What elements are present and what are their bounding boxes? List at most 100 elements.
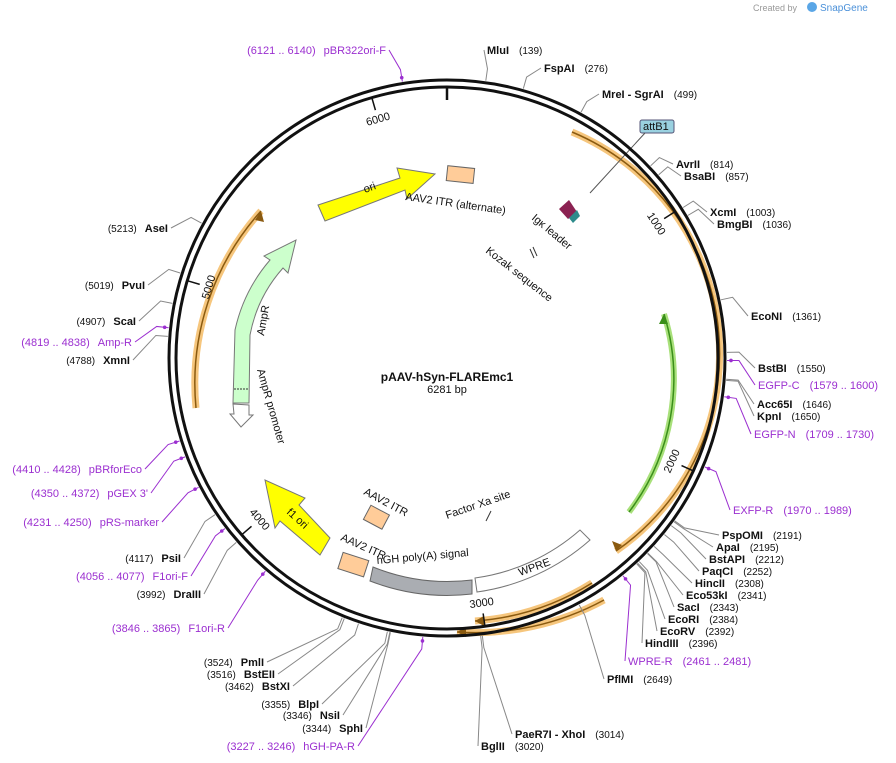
site-label[interactable]: EcoRI(2384)	[668, 614, 738, 626]
site-label[interactable]: (3346)NsiI	[283, 710, 340, 722]
site-label[interactable]: (4350 .. 4372)pGEX 3'	[31, 488, 148, 500]
site-label[interactable]: (4907)ScaI	[76, 316, 136, 328]
itr-alt-box[interactable]	[445, 165, 476, 184]
ori-label: ori	[362, 180, 378, 195]
site-label[interactable]: BstBI(1550)	[758, 363, 826, 375]
site-leader-line	[277, 618, 345, 675]
feature-arrow-2	[474, 582, 593, 622]
site-label[interactable]: (4117)PsiI	[125, 553, 181, 565]
ampr-promoter-arrow[interactable]	[228, 403, 255, 428]
site-leader-line	[647, 552, 684, 596]
site-leader-line	[682, 200, 708, 213]
site-label[interactable]: (3992)DraIII	[137, 589, 201, 601]
arrowhead-1-icon	[612, 541, 622, 551]
site-label[interactable]: WPRE-R(2461 .. 2481)	[628, 656, 751, 668]
tick-label: 3000	[469, 596, 495, 611]
site-label[interactable]: BsaBI(857)	[684, 171, 749, 183]
site-label[interactable]: (3227 .. 3246)hGH-PA-R	[227, 741, 355, 753]
site-label[interactable]: Acc65I(1646)	[757, 399, 831, 411]
site-leader-line	[365, 632, 391, 729]
attb1-badge[interactable]	[639, 119, 675, 134]
site-leader-line	[481, 635, 513, 735]
site-label[interactable]: MreI - SgrAI(499)	[602, 89, 697, 101]
f1-ori-arrow[interactable]	[264, 479, 331, 556]
ori-arrow[interactable]	[317, 167, 437, 222]
site-label[interactable]: EGFP-N(1709 .. 1730)	[754, 429, 874, 441]
kozak-icon[interactable]	[569, 210, 580, 223]
site-label[interactable]: PaeR7I - XhoI(3014)	[515, 729, 624, 741]
site-label[interactable]: (4056 .. 4077)F1ori-F	[76, 571, 188, 583]
site-label[interactable]: AvrII(814)	[676, 159, 733, 171]
site-label[interactable]: (3516)BstEII	[207, 669, 275, 681]
credit-brand: SnapGene	[820, 3, 868, 14]
site-label[interactable]: XcmI(1003)	[710, 207, 775, 219]
site-label[interactable]: (5019)PvuI	[85, 280, 145, 292]
site-label[interactable]: (6121 .. 6140)pBR322ori-F	[247, 45, 386, 57]
site-label[interactable]: SacI(2343)	[677, 602, 739, 614]
site-leader-line	[726, 379, 755, 417]
hgh-polya-bar[interactable]	[369, 566, 473, 596]
site-leader-line	[138, 300, 173, 322]
arrowhead-green-icon	[659, 314, 668, 324]
site-label[interactable]: (3344)SphI	[302, 723, 363, 735]
site-leader-line	[183, 514, 216, 559]
tick-label: 2000	[662, 448, 683, 475]
plasmid-size: 6281 bp	[427, 384, 467, 396]
site-label[interactable]: EGFP-C(1579 .. 1600)	[758, 380, 878, 392]
primer-mark	[193, 487, 197, 491]
attb1-label: attB1	[643, 121, 669, 133]
itr-box-1[interactable]	[362, 504, 391, 530]
site-label[interactable]: (3462)BstXI	[225, 681, 290, 693]
plasmid-name: pAAV-hSyn-FLAREmc1	[381, 370, 514, 384]
site-label[interactable]: BglII(3020)	[481, 741, 544, 753]
site-label[interactable]: (4410 .. 4428)pBRforEco	[12, 464, 142, 476]
site-label[interactable]: FspAI(276)	[544, 63, 608, 75]
site-label[interactable]: HindIII(2396)	[645, 638, 718, 650]
site-label[interactable]: HincII(2308)	[695, 578, 764, 590]
primer-mark	[729, 358, 733, 363]
site-label[interactable]: Eco53kI(2341)	[686, 590, 767, 602]
site-label[interactable]: (4819 .. 4838)Amp-R	[21, 337, 132, 349]
site-label[interactable]: ApaI(2195)	[716, 542, 779, 554]
credit-prefix: Created by	[753, 3, 798, 13]
site-label[interactable]: PflMI(2649)	[607, 674, 672, 686]
site-label[interactable]: PspOMI(2191)	[722, 530, 802, 542]
itr-box-2[interactable]	[337, 551, 370, 578]
site-label[interactable]: MluI(139)	[487, 45, 542, 57]
site-leader-line	[190, 528, 226, 577]
site-label[interactable]: (4788)XmnI	[66, 355, 130, 367]
attb1-leader	[589, 132, 646, 194]
site-label[interactable]: (4231 .. 4250)pRS-marker	[23, 517, 159, 529]
site-label[interactable]: (3355)BlpI	[261, 699, 319, 711]
primer-mark	[399, 75, 404, 80]
site-label[interactable]: BstAPI(2212)	[709, 554, 784, 566]
feature-arrow-green	[628, 313, 675, 513]
snapgene-logo-icon	[807, 2, 817, 12]
site-label[interactable]: EcoNI(1361)	[751, 311, 821, 323]
arrowhead-4-icon	[255, 211, 264, 222]
site-label[interactable]: (3846 .. 3865)F1ori-R	[112, 623, 225, 635]
site-leader-line	[726, 351, 756, 369]
site-label[interactable]: EXFP-R(1970 .. 1989)	[733, 505, 852, 517]
ampr-promoter-label: AmpR promoter	[254, 368, 287, 446]
site-label[interactable]: (5213)AseI	[108, 223, 168, 235]
site-leader-line	[580, 93, 600, 113]
site-leader-line	[227, 570, 266, 629]
primer-mark	[219, 529, 224, 533]
wpre-bar[interactable]	[474, 529, 591, 593]
site-label[interactable]: BmgBI(1036)	[717, 219, 791, 231]
site-label[interactable]: EcoRV(2392)	[660, 626, 734, 638]
feature-arc-green[interactable]	[626, 313, 677, 514]
site-leader-line	[724, 396, 752, 435]
site-label[interactable]: PaqCI(2252)	[702, 566, 772, 578]
site-leader-line	[720, 296, 749, 317]
kozak-label: Kozak sequence	[483, 245, 554, 305]
igk-leader-icon[interactable]	[559, 200, 577, 219]
site-label[interactable]: (3524)PmlI	[204, 657, 264, 669]
site-leader-line	[483, 49, 488, 81]
backbone-outer	[167, 78, 727, 638]
site-label[interactable]: KpnI(1650)	[757, 411, 820, 423]
site-leader-line	[704, 466, 731, 511]
tick-mark	[663, 211, 676, 220]
ampr-arrow[interactable]	[232, 239, 297, 404]
